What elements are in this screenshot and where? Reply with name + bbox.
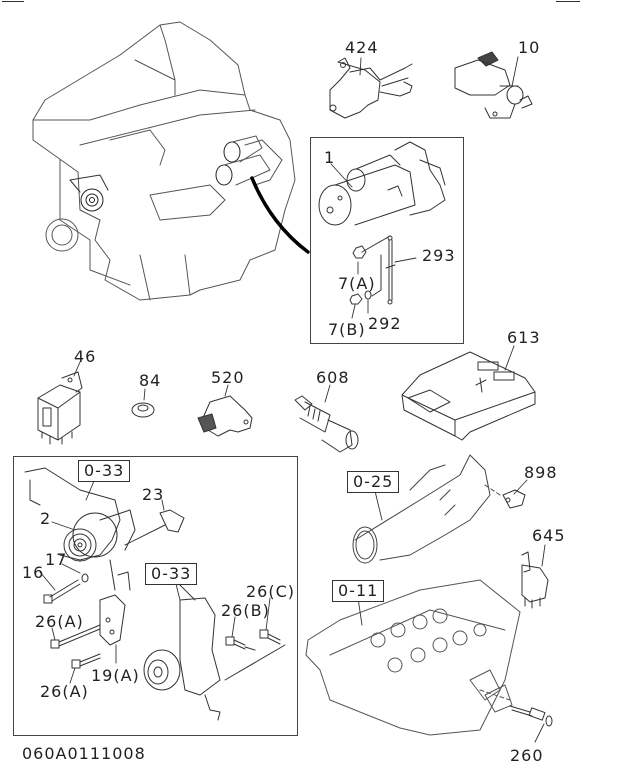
- leader-lines: [39, 56, 546, 743]
- callout-898[interactable]: 898: [524, 463, 558, 482]
- part-19a-illustration: [99, 559, 131, 646]
- reference-0-25[interactable]: 0-25: [347, 471, 400, 493]
- part-645-illustration: [521, 551, 549, 609]
- callout-26c[interactable]: 26(C): [246, 582, 296, 601]
- part-17-illustration: [81, 573, 89, 583]
- part-1-illustration: [318, 141, 446, 226]
- callout-19a[interactable]: 19(A): [91, 666, 140, 685]
- part-260-illustration: [509, 705, 553, 727]
- callout-260[interactable]: 260: [510, 746, 544, 765]
- corner-mark-right: [556, 1, 580, 2]
- part-613-illustration: [401, 351, 536, 441]
- callout-2[interactable]: 2: [40, 509, 52, 528]
- callout-7a[interactable]: 7(A): [338, 274, 376, 293]
- engine-illustration: [32, 21, 310, 301]
- part-898-illustration: [502, 489, 526, 509]
- callout-26a-upper[interactable]: 26(A): [35, 612, 84, 631]
- part-293-illustration: [361, 235, 396, 305]
- reference-0-11[interactable]: 0-11: [332, 580, 385, 602]
- part-26c-illustration: [224, 629, 286, 681]
- callout-16[interactable]: 16: [22, 563, 45, 582]
- callout-293[interactable]: 293: [422, 246, 456, 265]
- lower-bracket-illustration: [143, 597, 221, 721]
- callout-84[interactable]: 84: [139, 371, 162, 390]
- callout-7b[interactable]: 7(B): [328, 320, 366, 339]
- part-2-illustration: [24, 467, 136, 562]
- reference-0-33-lower[interactable]: 0-33: [145, 563, 198, 585]
- callout-10[interactable]: 10: [518, 38, 541, 57]
- part-608-illustration: [294, 395, 359, 453]
- callout-520[interactable]: 520: [211, 368, 245, 387]
- part-7a-illustration: [352, 245, 367, 259]
- callout-645[interactable]: 645: [532, 526, 566, 545]
- cylinder-head-illustration: [305, 579, 521, 736]
- callout-46[interactable]: 46: [74, 347, 97, 366]
- thermostat-housing-illustration: [352, 454, 501, 564]
- part-7b-illustration: [349, 293, 363, 305]
- part-16-illustration: [43, 579, 81, 604]
- reference-0-33-upper[interactable]: 0-33: [78, 460, 131, 482]
- starter-inset-frame: [310, 137, 464, 344]
- part-424-illustration: [329, 57, 413, 119]
- part-10-illustration: [454, 51, 533, 119]
- part-26a-lower-illustration: [71, 653, 101, 669]
- part-292-illustration: [364, 290, 372, 300]
- part-84-illustration: [131, 402, 155, 418]
- callout-613[interactable]: 613: [507, 328, 541, 347]
- callout-17[interactable]: 17: [45, 550, 68, 569]
- drawing-number: 060A0111008: [22, 744, 146, 763]
- part-46-illustration: [37, 371, 83, 445]
- callout-292[interactable]: 292: [368, 314, 402, 333]
- callout-23[interactable]: 23: [142, 485, 165, 504]
- corner-mark-left: [2, 1, 24, 2]
- callout-26b[interactable]: 26(B): [221, 601, 270, 620]
- part-23-illustration: [124, 509, 185, 546]
- callout-608[interactable]: 608: [316, 368, 350, 387]
- alternator-inset-frame: [13, 456, 298, 736]
- callout-26a-lower[interactable]: 26(A): [40, 682, 89, 701]
- callout-424[interactable]: 424: [345, 38, 379, 57]
- callout-1[interactable]: 1: [324, 148, 336, 167]
- part-520-illustration: [197, 395, 253, 437]
- part-26b-illustration: [225, 636, 256, 651]
